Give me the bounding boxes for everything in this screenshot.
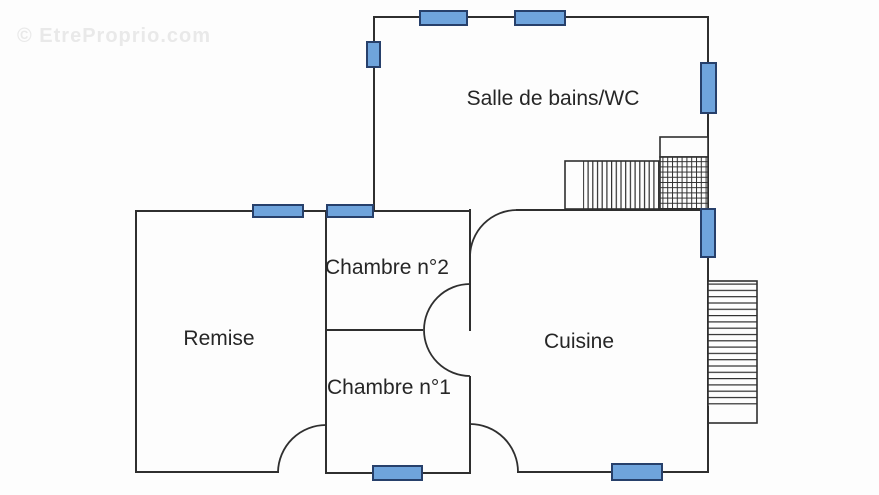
window-cuisine-bottom [611, 463, 663, 481]
window-bathroom-right [700, 62, 717, 114]
door-arc-chambres-hall [423, 283, 471, 377]
window-bathroom-top-right [514, 10, 566, 26]
window-remise-top [252, 204, 304, 218]
window-bathroom-top-left [419, 10, 468, 26]
exterior-step-treads [708, 281, 757, 406]
staircase-exterior [707, 280, 758, 424]
room-label-remise: Remise [183, 327, 255, 350]
staircase-interior [564, 136, 709, 210]
wall-remise [135, 210, 279, 473]
window-cuisine-right [700, 208, 716, 258]
window-chambre1-bottom [372, 465, 423, 481]
room-label-chambre-1: Chambre n°1 [327, 376, 451, 399]
wall-bathroom-outer [373, 16, 709, 473]
stair-turn-grid [659, 156, 709, 210]
room-label-chambre-2: Chambre n°2 [325, 256, 449, 279]
window-chambre2-top [326, 204, 374, 218]
room-label-cuisine: Cuisine [543, 330, 615, 353]
stair-treads-horizontal-run [583, 161, 660, 209]
door-arc-bathroom-cuisine [469, 209, 518, 258]
room-label-salle-de-bains: Salle de bains/WC [466, 87, 640, 110]
stair-landing-top [659, 136, 709, 158]
watermark-text: © EtreProprio.com [17, 25, 211, 47]
door-arc-cuisine-exterior [469, 423, 519, 473]
exterior-step-outline [707, 280, 758, 424]
door-arc-remise [277, 424, 327, 473]
window-bathroom-left [366, 41, 381, 68]
